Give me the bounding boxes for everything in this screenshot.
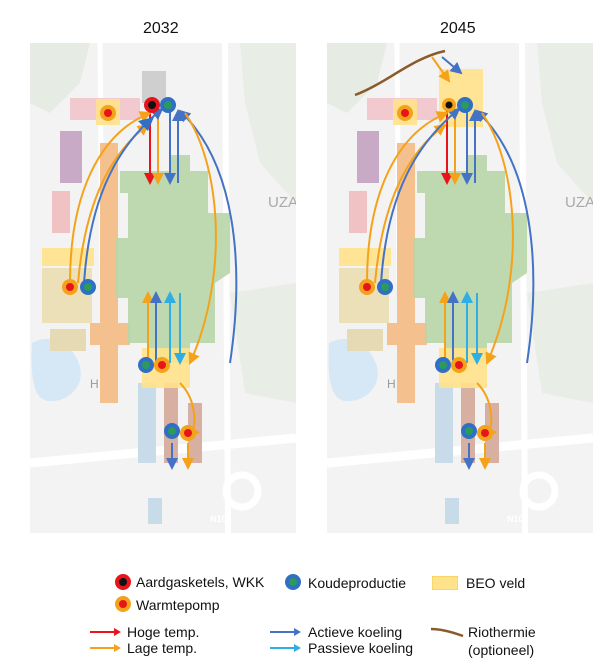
- blue-triangle-marker: [138, 117, 154, 131]
- riothermie-line-icon: [430, 627, 464, 638]
- heat-pump-node: [397, 105, 413, 121]
- building-blue: [435, 383, 453, 463]
- hospital-building: [413, 155, 527, 363]
- cold-production-node: [461, 423, 477, 439]
- road: [30, 433, 296, 468]
- cold-production-icon: [285, 574, 301, 590]
- low-temp-arrow: [184, 112, 217, 365]
- panel-title-2032: 2032: [143, 20, 179, 37]
- passive-cooling-arrow-icon: [270, 644, 301, 652]
- flow-arrows: [366, 56, 535, 470]
- cold-production-node: [377, 279, 393, 295]
- active-cooling-arrow-icon: [270, 628, 301, 636]
- building-orange: [90, 323, 130, 345]
- heat-pump-node: [180, 425, 196, 441]
- gas-boiler-node: [144, 97, 160, 113]
- legend-active-cooling: Actieve koeling: [308, 624, 403, 640]
- map-label-road: N106: [210, 514, 232, 524]
- building-tan: [347, 329, 383, 351]
- building-blue: [148, 498, 162, 524]
- heat-pump-icon: [115, 596, 131, 612]
- map-label-helipad: H: [90, 377, 99, 391]
- cold-production-node: [457, 97, 473, 113]
- roundabout: [222, 471, 262, 511]
- grass-area: [240, 43, 296, 203]
- map-2032: UZA H N106: [30, 43, 296, 533]
- grass-area: [230, 283, 296, 403]
- heat-pump-node: [451, 357, 467, 373]
- building-blue: [138, 383, 156, 463]
- low-temp-arrow: [69, 111, 152, 284]
- map-label-road: N106: [507, 514, 529, 524]
- road: [327, 433, 593, 468]
- low-temp-arrow: [481, 112, 514, 365]
- beo-field-icon: [432, 576, 458, 590]
- building-brown: [164, 383, 178, 463]
- legend-low-temp: Lage temp.: [127, 640, 198, 656]
- roundabout: [519, 471, 559, 511]
- low-temp-arrow: [366, 111, 449, 284]
- map-label-helipad: H: [387, 377, 396, 391]
- active-cooling-arrow: [380, 107, 461, 284]
- heat-pump-node: [62, 279, 78, 295]
- gas-boiler-node: [442, 98, 456, 112]
- low-temp-arrow: [431, 56, 451, 83]
- heat-pump-node: [154, 357, 170, 373]
- building-tan: [50, 329, 86, 351]
- active-cooling-arrow: [475, 109, 535, 364]
- building-brown: [461, 383, 475, 463]
- active-cooling-arrow: [441, 56, 463, 75]
- heat-pump-node: [477, 425, 493, 441]
- map-2032-svg: UZA H N106: [30, 43, 296, 533]
- legend-high-temp: Hoge temp.: [127, 624, 200, 640]
- legend-riothermie: Riothermie: [468, 624, 536, 640]
- cold-production-node: [80, 279, 96, 295]
- panel-title-2045: 2045: [440, 20, 476, 37]
- grass-area: [537, 43, 593, 203]
- heat-pump-node: [359, 279, 375, 295]
- legend-cold-production: Koudeproductie: [308, 575, 407, 591]
- grass-area: [527, 283, 593, 403]
- legend: Aardgasketels, WKK Warmtepomp Koudeprodu…: [0, 540, 602, 666]
- high-temp-arrow-icon: [90, 628, 121, 636]
- hospital-building: [116, 155, 230, 363]
- map-2045: UZA H N106: [327, 43, 593, 533]
- road: [222, 43, 231, 533]
- low-temp-arrow-icon: [90, 644, 121, 652]
- legend-gas-boiler: Aardgasketels, WKK: [136, 574, 265, 590]
- heat-pump-node: [100, 105, 116, 121]
- cold-production-node: [160, 97, 176, 113]
- legend-riothermie-note: (optioneel): [468, 642, 535, 658]
- cold-production-node: [435, 357, 451, 373]
- pond: [328, 339, 378, 402]
- legend-heat-pump: Warmtepomp: [136, 597, 220, 613]
- legend-passive-cooling: Passieve koeling: [308, 640, 414, 656]
- grass-area: [30, 43, 90, 113]
- map-label-uza: UZA: [565, 194, 593, 211]
- legend-beo-field: BEO veld: [466, 575, 526, 591]
- building-purple: [357, 131, 379, 183]
- building-blue: [445, 498, 459, 524]
- building-pink: [52, 191, 70, 233]
- riothermie-line: [354, 49, 446, 97]
- cold-production-node: [138, 357, 154, 373]
- cold-production-node: [164, 423, 180, 439]
- map-2045-svg: UZA H N106: [327, 43, 593, 533]
- active-cooling-arrow: [178, 109, 238, 364]
- building-orange: [387, 323, 427, 345]
- road: [519, 43, 528, 533]
- building-purple: [60, 131, 82, 183]
- pond: [31, 339, 81, 402]
- gas-boiler-icon: [115, 574, 131, 590]
- building-pink: [349, 191, 367, 233]
- grass-area: [327, 43, 387, 113]
- map-label-uza: UZA: [268, 194, 296, 211]
